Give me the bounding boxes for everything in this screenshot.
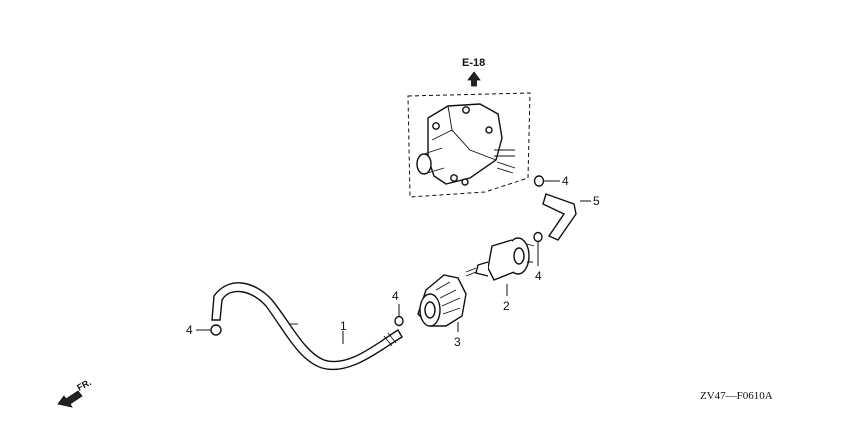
fuel-filter bbox=[465, 237, 535, 281]
callout-1: 1 bbox=[340, 319, 347, 333]
callout-4: 4 bbox=[562, 174, 569, 188]
ref-label-e18[interactable]: E-18 bbox=[462, 57, 485, 69]
fuel-tube-1 bbox=[211, 282, 403, 371]
front-arrow-icon bbox=[57, 390, 83, 408]
fuel-tube-5 bbox=[542, 193, 577, 241]
callout-4: 4 bbox=[392, 289, 399, 303]
tube-clip bbox=[533, 175, 545, 187]
figure-code: ZV47—F0610A bbox=[700, 390, 773, 402]
callout-4: 4 bbox=[186, 323, 193, 337]
front-direction-label: FR. bbox=[75, 377, 92, 393]
fuel-pump-assembly bbox=[416, 103, 516, 186]
callout-5: 5 bbox=[593, 194, 600, 208]
callout-4: 4 bbox=[535, 269, 542, 283]
callout-2: 2 bbox=[503, 299, 510, 313]
callout-3: 3 bbox=[454, 335, 461, 349]
filter-cup bbox=[417, 274, 467, 327]
tube-clip bbox=[210, 324, 222, 336]
tube-clip bbox=[394, 315, 404, 327]
reference-dashed-outline bbox=[407, 92, 531, 198]
up-arrow-icon bbox=[467, 71, 481, 87]
tube-clip bbox=[533, 231, 543, 243]
